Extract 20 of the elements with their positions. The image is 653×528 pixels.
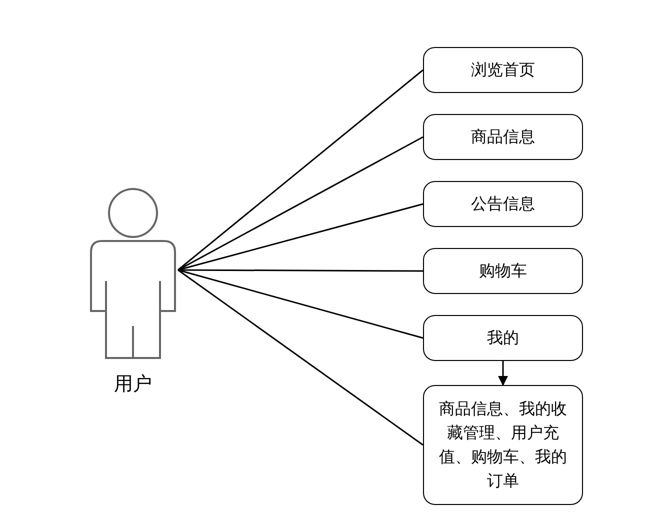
- box-label: 浏览首页: [471, 59, 535, 81]
- box-label: 公告信息: [471, 193, 535, 215]
- rounded-box: [423, 248, 583, 294]
- arrow: [498, 361, 508, 386]
- rounded-box: [423, 114, 583, 160]
- box-label: 商品信息: [471, 126, 535, 148]
- connector-line: [178, 269, 423, 272]
- connector-line: [178, 269, 424, 446]
- box-label: 商品信息、我的收藏管理、用户充值、购物车、我的订单: [438, 398, 568, 492]
- rounded-box: [423, 315, 583, 361]
- connector-line: [178, 269, 424, 339]
- box-label: 我的: [487, 327, 519, 349]
- connector-line: [178, 203, 424, 271]
- connector-line: [178, 69, 424, 271]
- rounded-box: [423, 385, 583, 505]
- actor-label: 用户: [113, 372, 153, 396]
- rounded-box: [423, 47, 583, 93]
- rounded-box: [423, 181, 583, 227]
- connector-line: [178, 136, 424, 271]
- box-label: 购物车: [479, 260, 527, 282]
